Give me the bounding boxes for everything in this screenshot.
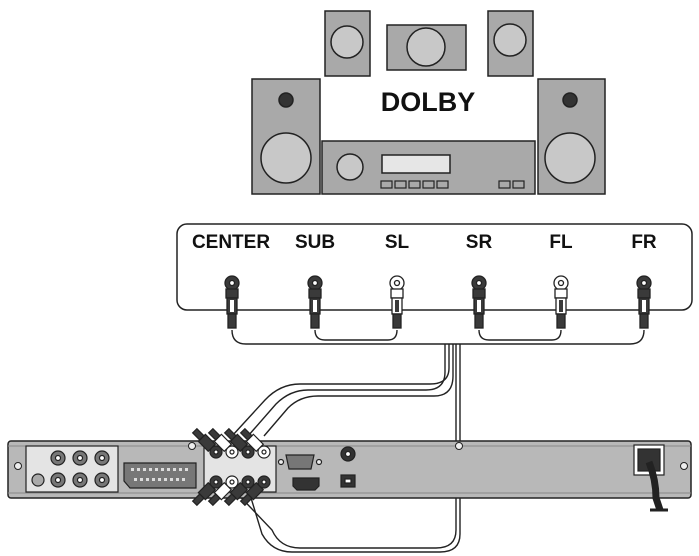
player-rca-plug-3 <box>223 427 255 459</box>
composite-jack-block <box>25 445 119 493</box>
jack-label-sr: SR <box>466 232 493 253</box>
dvd-player-rear-panel <box>7 440 692 512</box>
rca-plug-sr <box>471 275 487 329</box>
jack-label-center: CENTER <box>192 232 270 253</box>
jack-label-sub: SUB <box>295 232 335 253</box>
audio-cables <box>231 329 645 553</box>
jack-label-fl: FL <box>549 232 573 253</box>
receiver-display <box>381 154 451 174</box>
power-cord <box>645 460 664 512</box>
front-right-speaker <box>537 78 606 195</box>
jack-label-sl: SL <box>385 232 410 253</box>
panel-rca-plugs <box>224 275 652 329</box>
audio-panel-labels: CENTER SUB SL SR FL FR <box>192 232 657 253</box>
screw-icons <box>14 442 688 470</box>
surround-speaker-system <box>251 10 606 195</box>
dolby-label: DOLBY <box>381 87 476 117</box>
satellite-speaker-right <box>487 10 534 77</box>
hdmi-connector-icon <box>292 477 320 491</box>
optical-jack-icon <box>340 474 356 488</box>
scart-connector-icon <box>123 462 197 489</box>
coaxial-jack-icon <box>340 446 356 462</box>
receiver-buttons <box>380 180 525 189</box>
rca-plug-fr <box>636 275 652 329</box>
rca-plug-sub <box>307 275 323 329</box>
center-speaker <box>386 24 467 71</box>
rca-plug-center <box>224 275 240 329</box>
satellite-speaker-left <box>324 10 371 77</box>
power-inlet-icon <box>633 444 665 476</box>
volume-knob-icon <box>336 153 364 181</box>
rca-plug-fl <box>553 275 569 329</box>
s-video-jack-icon <box>31 473 45 487</box>
jack-label-fr: FR <box>631 232 657 253</box>
vga-connector-icon <box>277 454 323 470</box>
player-rca-plug-5 <box>191 475 223 507</box>
av-receiver <box>321 140 536 195</box>
player-rca-plug-8 <box>239 475 271 507</box>
front-left-speaker <box>251 78 321 195</box>
player-rca-plugs <box>191 427 271 507</box>
rca-plug-sl <box>389 275 405 329</box>
player-rca-plug-4 <box>239 427 271 459</box>
